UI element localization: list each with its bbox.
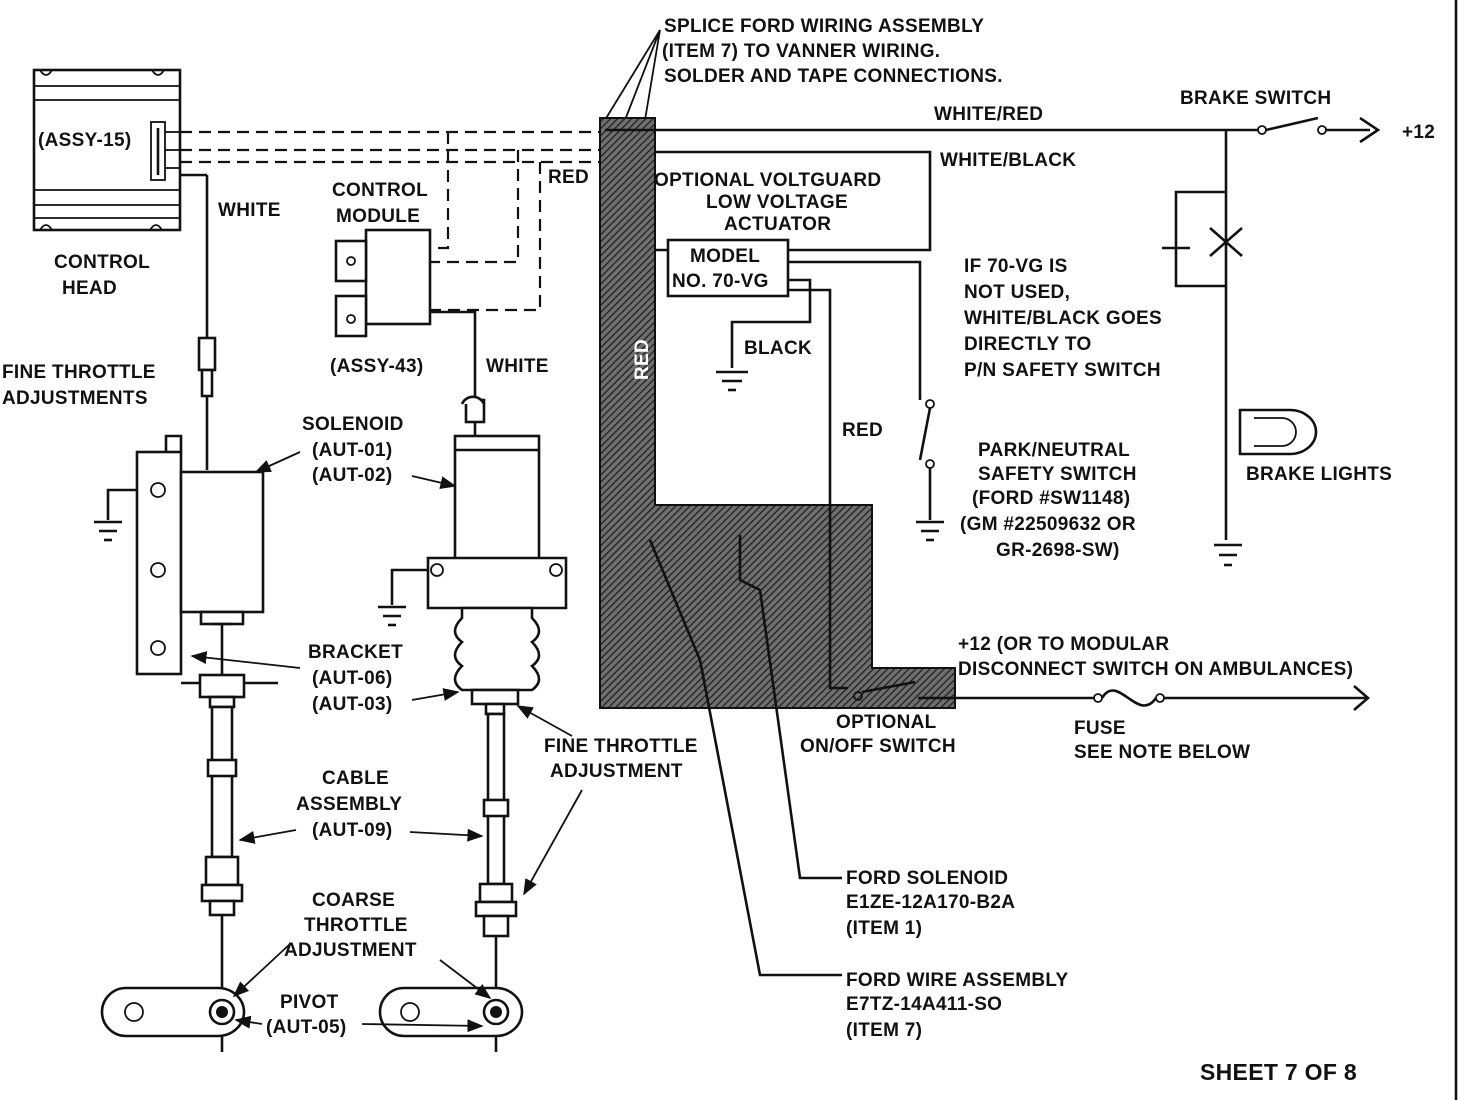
splice-note-line1: SPLICE FORD WIRING ASSEMBLY	[664, 16, 984, 37]
white-black-wire	[655, 150, 932, 252]
bracket-label-line1: BRACKET	[308, 642, 403, 663]
throttle-arm-right	[378, 986, 524, 1038]
control-module	[334, 228, 432, 338]
fine-throttle-adjustments-line2: ADJUSTMENTS	[2, 388, 148, 409]
white-wire-label-1: WHITE	[218, 200, 281, 221]
cable-assembly-line3: (AUT-09)	[312, 820, 393, 841]
ford-wire-assy-line3: (ITEM 7)	[846, 1020, 922, 1041]
fine-throttle-adjustment-line2: ADJUSTMENT	[550, 761, 683, 782]
ford-solenoid-line1: FORD SOLENOID	[846, 868, 1008, 889]
park-neutral-label-line5: GR-2698-SW)	[996, 540, 1120, 561]
white-wire-2	[430, 310, 477, 408]
ford-wire-harness	[599, 117, 956, 709]
voltguard-label-line2: LOW VOLTAGE	[706, 192, 848, 213]
ford-solenoid-line2: E1ZE-12A170-B2A	[846, 892, 1015, 913]
assy15-label: (ASSY-15)	[38, 130, 132, 151]
park-neutral-label-line2: SAFETY SWITCH	[978, 464, 1137, 485]
voltguard-label-line1: OPTIONAL VOLTGUARD	[654, 170, 881, 191]
pivot-label-line1: PIVOT	[280, 992, 339, 1013]
if-70vg-note-line4: DIRECTLY TO	[964, 334, 1092, 355]
splice-note-line3: SOLDER AND TAPE CONNECTIONS.	[664, 66, 1003, 87]
if-70vg-note-line2: NOT USED,	[964, 282, 1070, 303]
brake-lights-label: BRAKE LIGHTS	[1246, 464, 1392, 485]
ford-wire-assy-line2: E7TZ-14A411-SO	[846, 994, 1002, 1015]
black-wire-label: BLACK	[744, 338, 812, 359]
solenoid-label-line2: (AUT-01)	[312, 440, 393, 461]
brake-switch	[1257, 116, 1381, 144]
park-neutral-label-line1: PARK/NEUTRAL	[978, 440, 1130, 461]
throttle-arm-left	[100, 986, 246, 1038]
optional-onoff-switch	[853, 680, 916, 701]
if-70vg-note-line3: WHITE/BLACK GOES	[964, 308, 1162, 329]
fine-throttle-adjustment-line1: FINE THROTTLE	[544, 736, 698, 757]
plus12-modular-line1: +12 (OR TO MODULAR	[958, 634, 1169, 655]
splice-note-line2: (ITEM 7) TO VANNER WIRING.	[662, 41, 940, 62]
control-head	[32, 68, 182, 232]
plus12-modular-line2: DISCONNECT SWITCH ON AMBULANCES)	[958, 659, 1353, 680]
coarse-throttle-line2: THROTTLE	[304, 915, 408, 936]
white-wire-label-2: WHITE	[486, 356, 549, 377]
assy43-label: (ASSY-43)	[330, 356, 424, 377]
fuse-label-line2: SEE NOTE BELOW	[1074, 742, 1250, 763]
fine-throttle-adjustments-line1: FINE THROTTLE	[2, 362, 156, 383]
control-head-label-line1: CONTROL	[54, 252, 150, 273]
bracket-label-line2: (AUT-06)	[312, 668, 393, 689]
coarse-throttle-line1: COARSE	[312, 890, 395, 911]
model-label-line1: MODEL	[690, 246, 760, 267]
brake-light-circuit	[1162, 130, 1318, 567]
sheet-number: SHEET 7 OF 8	[1200, 1059, 1357, 1085]
ford-solenoid-line3: (ITEM 1)	[846, 918, 922, 939]
park-neutral-label-line4: (GM #22509632 OR	[960, 514, 1136, 535]
if-70vg-note-line1: IF 70-VG IS	[964, 256, 1068, 277]
left-solenoid	[94, 434, 278, 1052]
fuse-label-line1: FUSE	[1074, 718, 1126, 739]
ground-black	[716, 370, 748, 392]
model-label-line2: NO. 70-VG	[672, 271, 769, 292]
if-70vg-note-line5: P/N SAFETY SWITCH	[964, 360, 1161, 381]
white-red-label: WHITE/RED	[934, 104, 1043, 125]
park-neutral-label-line3: (FORD #SW1148)	[972, 488, 1130, 509]
red-wire-label-2: RED	[842, 420, 883, 441]
voltguard-label-line3: ACTUATOR	[724, 214, 831, 235]
fuse	[1093, 685, 1370, 711]
control-module-label-line1: CONTROL	[332, 180, 428, 201]
red-wire-label-1: RED	[548, 167, 589, 188]
optional-switch-line2: ON/OFF SWITCH	[800, 736, 956, 757]
coarse-throttle-line3: ADJUSTMENT	[284, 940, 417, 961]
solenoid-label-line3: (AUT-02)	[312, 465, 393, 486]
red-vertical-label: RED	[632, 339, 653, 380]
cable-assembly-line1: CABLE	[322, 768, 389, 789]
solenoid-label-line1: SOLENOID	[302, 414, 404, 435]
fine-throttle-connector-left	[197, 336, 217, 470]
voltguard-model-box	[666, 238, 790, 298]
white-black-label: WHITE/BLACK	[940, 150, 1076, 171]
plus12-top-label: +12	[1402, 122, 1435, 143]
control-module-label-line2: MODULE	[336, 206, 420, 227]
cable-assembly-line2: ASSEMBLY	[296, 794, 402, 815]
ford-wire-assy-line1: FORD WIRE ASSEMBLY	[846, 970, 1069, 991]
control-head-label-line2: HEAD	[62, 278, 117, 299]
brake-switch-label: BRAKE SWITCH	[1180, 88, 1331, 109]
optional-switch-line1: OPTIONAL	[836, 712, 937, 733]
park-neutral-switch	[916, 399, 944, 542]
right-solenoid	[378, 395, 568, 1052]
dashed-harness	[180, 130, 605, 312]
pivot-label-line2: (AUT-05)	[266, 1017, 347, 1038]
bracket-label-line3: (AUT-03)	[312, 694, 393, 715]
